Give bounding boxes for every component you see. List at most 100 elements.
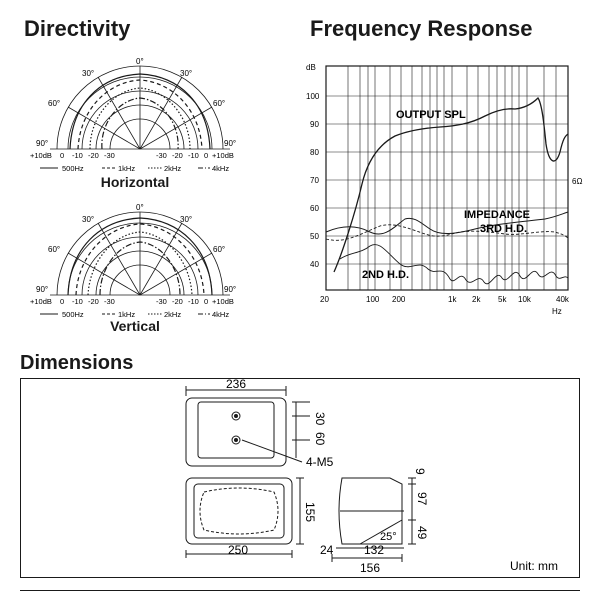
angle-0-label: 0° <box>136 203 144 212</box>
scale-label: -20 <box>88 151 99 160</box>
bottom-rule <box>20 590 580 591</box>
scale-label: -30 <box>156 151 167 160</box>
angle-90-left-label: 90° <box>36 139 48 148</box>
dim-60: 60 <box>313 432 327 446</box>
directivity-title: Directivity <box>24 16 131 41</box>
dim-mount: 4-M5 <box>306 455 334 469</box>
frequency-response-graph: dB 100 90 80 70 60 50 40 20 100 200 1k 2… <box>306 63 582 316</box>
legend-2khz: 2kHz <box>164 164 181 173</box>
y-tick-label: 70 <box>310 176 319 185</box>
legend-1khz: 1kHz <box>118 164 135 173</box>
angle-30-left-label: 30° <box>82 69 94 78</box>
legend-1khz: 1kHz <box>118 310 135 319</box>
x-tick-label: 5k <box>498 295 507 304</box>
dimension-drawings: 236 30 60 4-M5 250 155 9 97 49 25° 24 13… <box>185 378 558 575</box>
impedance-value-label: 6Ω <box>572 177 582 186</box>
y-unit-label: dB <box>306 63 316 72</box>
angle-90-right-label: 90° <box>224 285 236 294</box>
impedance-label: IMPEDANCE <box>464 209 530 221</box>
polar-plot-vertical: 0° 30° 30° 60° 60° 90° 90° +10dB 0 -10 -… <box>30 203 236 319</box>
scale-label: -10 <box>188 297 199 306</box>
scale-label: -30 <box>156 297 167 306</box>
unit-label: Unit: mm <box>510 559 558 573</box>
second-hd-label: 2ND H.D. <box>362 269 409 281</box>
legend-500hz: 500Hz <box>62 310 84 319</box>
x-tick-label: 20 <box>320 295 329 304</box>
scale-label: 0 <box>60 297 64 306</box>
angle-60-right-label: 60° <box>213 99 225 108</box>
x-tick-label: 40k <box>556 295 570 304</box>
x-tick-label: 100 <box>366 295 380 304</box>
scale-label: 0 <box>204 297 208 306</box>
angle-90-right-label: 90° <box>224 139 236 148</box>
dim-front-width: 250 <box>228 543 248 557</box>
x-tick-label: 10k <box>518 295 532 304</box>
dimensions-title: Dimensions <box>20 352 134 374</box>
legend-4khz: 4kHz <box>212 310 229 319</box>
x-tick-label: 1k <box>448 295 457 304</box>
scale-label: -30 <box>104 151 115 160</box>
vertical-label: Vertical <box>110 318 160 334</box>
angle-30-right-label: 30° <box>180 69 192 78</box>
x-tick-label: 200 <box>392 295 406 304</box>
angle-90-left-label: 90° <box>36 285 48 294</box>
scale-label: +10dB <box>212 151 234 160</box>
scale-label: +10dB <box>30 297 52 306</box>
dim-side-49: 49 <box>415 526 429 540</box>
scale-label: +10dB <box>30 151 52 160</box>
scale-label: -10 <box>188 151 199 160</box>
angle-30-left-label: 30° <box>82 215 94 224</box>
angle-60-right-label: 60° <box>213 245 225 254</box>
output-spl-label: OUTPUT SPL <box>396 109 466 121</box>
y-tick-label: 90 <box>310 120 319 129</box>
polar-plot-horizontal: 0° 30° 30° 60° 60° 90° 90° +10dB 0 -10 -… <box>30 57 236 173</box>
angle-30-right-label: 30° <box>180 215 192 224</box>
frequency-response-title: Frequency Response <box>310 16 533 41</box>
angle-0-label: 0° <box>136 57 144 66</box>
front-view <box>185 477 304 558</box>
polar-curves <box>69 73 211 150</box>
x-unit-label: Hz <box>552 307 562 316</box>
impedance-curve <box>325 211 569 235</box>
y-tick-label: 80 <box>310 148 319 157</box>
scale-label: 0 <box>60 151 64 160</box>
spl-curve <box>333 96 569 273</box>
scale-label: +10dB <box>212 297 234 306</box>
scale-label: -20 <box>172 297 183 306</box>
dim-side-angle: 25° <box>380 531 397 543</box>
dim-side-24: 24 <box>320 543 334 557</box>
scale-label: -10 <box>72 297 83 306</box>
third-hd-curve <box>325 224 569 241</box>
dimensions-frame <box>20 378 580 578</box>
scale-label: -20 <box>172 151 183 160</box>
angle-60-left-label: 60° <box>48 245 60 254</box>
scale-label: -10 <box>72 151 83 160</box>
polar-grid <box>50 211 230 296</box>
dim-side-132: 132 <box>364 543 384 557</box>
dim-side-156: 156 <box>360 561 380 575</box>
x-tick-label: 2k <box>472 295 481 304</box>
y-tick-label: 60 <box>310 204 319 213</box>
polar-grid <box>50 65 230 150</box>
y-tick-label: 100 <box>306 92 320 101</box>
polar-curves <box>67 217 213 296</box>
scale-label: 0 <box>204 151 208 160</box>
horizontal-label: Horizontal <box>100 174 170 190</box>
third-hd-label: 3RD H.D. <box>480 223 527 235</box>
y-tick-label: 40 <box>310 260 319 269</box>
second-hd-curve <box>339 244 569 285</box>
dim-30: 30 <box>313 412 327 426</box>
y-tick-label: 50 <box>310 232 319 241</box>
legend-500hz: 500Hz <box>62 164 84 173</box>
dim-top-width: 236 <box>226 378 246 391</box>
scale-label: -30 <box>104 297 115 306</box>
dim-front-height: 155 <box>303 502 317 522</box>
legend-4khz: 4kHz <box>212 164 229 173</box>
scale-label: -20 <box>88 297 99 306</box>
graph-grid <box>325 65 569 291</box>
angle-60-left-label: 60° <box>48 99 60 108</box>
dim-side-9: 9 <box>413 468 427 475</box>
dim-side-97: 97 <box>415 492 429 506</box>
top-view <box>185 386 310 467</box>
legend-2khz: 2kHz <box>164 310 181 319</box>
